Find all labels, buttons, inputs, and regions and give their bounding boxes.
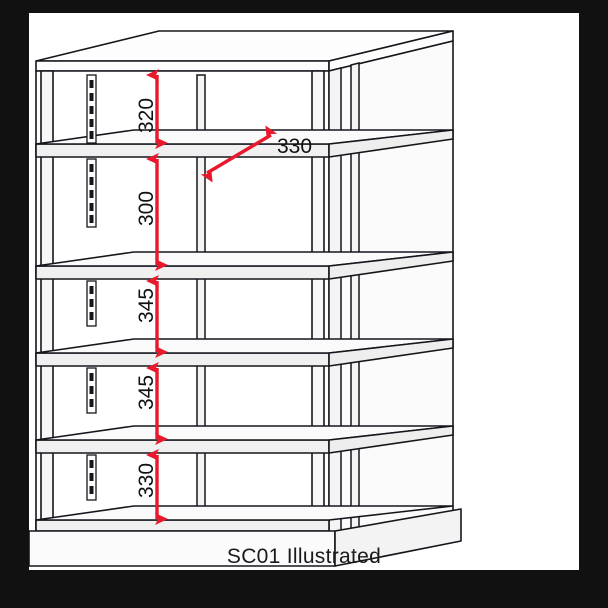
base-floor-surface: [35, 505, 454, 521]
dimension-label-bay-4: 345: [135, 374, 158, 410]
diagram-canvas: 320 330 300 345 345 330 SC01 Illustrated: [29, 13, 579, 570]
shelf-side-edge: [328, 251, 454, 280]
right-side-panel: [328, 40, 454, 535]
cabinet-line-drawing: [29, 30, 462, 567]
arrow-depth-diagonal: [200, 125, 278, 183]
dimension-arrows: [146, 69, 278, 525]
shelf-side-edge: [328, 338, 454, 367]
dimension-label-shelf-depth: 330: [277, 135, 313, 158]
dimension-label-bay-1: 320: [135, 97, 158, 133]
plinth-side: [334, 508, 462, 567]
shelf-front-edge: [35, 439, 330, 454]
shelf-side-edge: [328, 425, 454, 454]
perforated-upright-strips: [86, 74, 97, 501]
base-floor-edge: [35, 519, 330, 532]
left-upright-post: [40, 70, 54, 535]
dimension-label-bay-2: 300: [135, 190, 158, 226]
shelf-front-edge: [35, 265, 330, 280]
top-panel-front-edge: [35, 60, 330, 72]
dimension-label-bay-3: 345: [135, 287, 158, 323]
shelf-front-edge: [35, 352, 330, 367]
diagram-caption: SC01 Illustrated: [226, 545, 382, 568]
dimension-label-bay-5: 330: [135, 462, 158, 498]
shelf-side-edge: [328, 129, 454, 158]
